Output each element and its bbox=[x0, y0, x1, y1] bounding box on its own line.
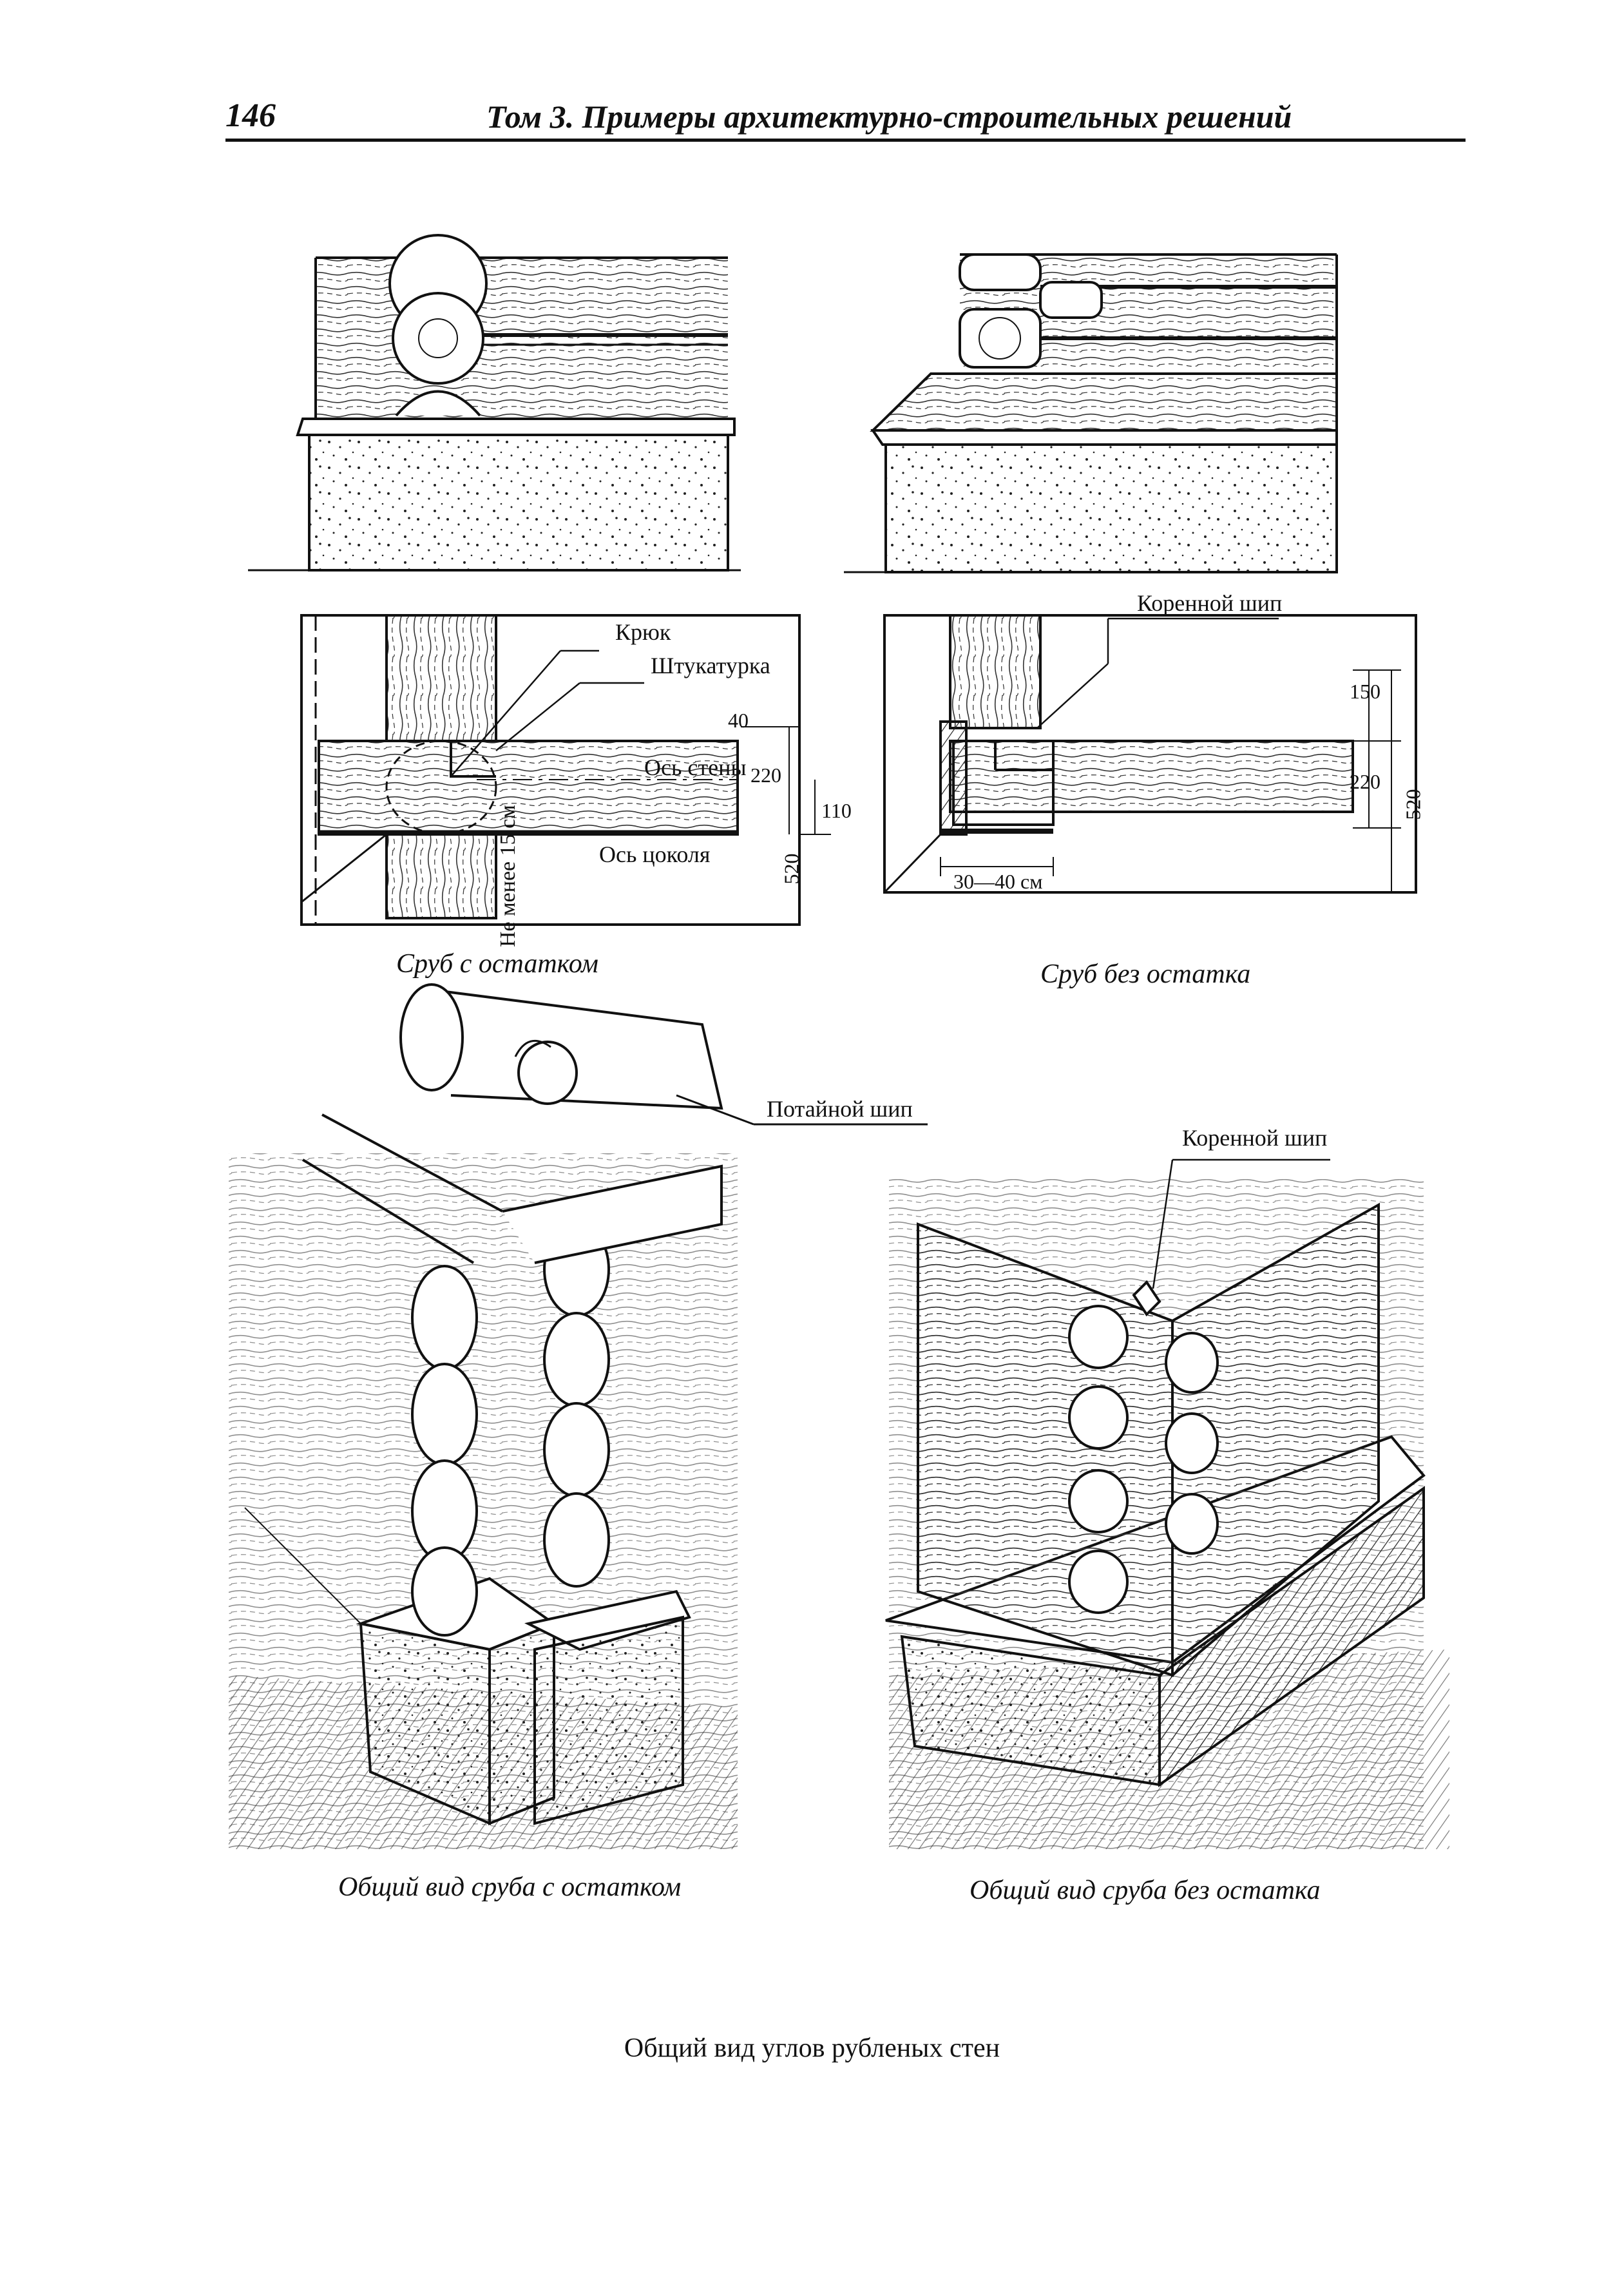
isometric-corner-without-remainder bbox=[885, 1158, 1449, 1849]
running-title: Том 3. Примеры архитектурно-строительных… bbox=[486, 99, 1292, 135]
dimension-150: 150 bbox=[1350, 680, 1380, 703]
dimension-220-right: 220 bbox=[1350, 770, 1380, 793]
page-header: 146 Том 3. Примеры архитектурно-строител… bbox=[225, 97, 1466, 143]
elevation-without-remainder bbox=[844, 253, 1338, 573]
hidden-tenon-log bbox=[399, 983, 928, 1126]
hook-label: Крюк bbox=[615, 619, 671, 645]
min-distance-label: Не менее 15 см bbox=[496, 805, 520, 947]
hidden-tenon-label: Потайной шип bbox=[767, 1096, 913, 1122]
dimension-220-left: 220 bbox=[750, 764, 781, 787]
figure-title: Общий вид углов рубленых стен bbox=[624, 2033, 1000, 2063]
page-number: 146 bbox=[225, 97, 276, 134]
section-without-remainder bbox=[883, 614, 1417, 894]
plaster-label: Штукатурка bbox=[651, 653, 770, 678]
dimension-110: 110 bbox=[821, 799, 852, 822]
caption-3d-without-remainder: Общий вид сруба без остатка bbox=[970, 1876, 1321, 1905]
section-with-remainder bbox=[300, 614, 831, 926]
plinth-axis-label: Ось цоколя bbox=[599, 841, 711, 867]
isometric-corner-with-remainder bbox=[229, 1113, 738, 1849]
root-tenon-3d-label: Коренной шип bbox=[1182, 1125, 1328, 1151]
wall-axis-label: Ось стены bbox=[644, 754, 747, 780]
caption-without-remainder: Сруб без остатка bbox=[1040, 959, 1251, 989]
caption-with-remainder: Сруб с остатком bbox=[396, 949, 598, 979]
dimension-40: 40 bbox=[728, 709, 749, 732]
dimension-520-left: 520 bbox=[779, 853, 803, 885]
header-rule bbox=[225, 139, 1466, 142]
offset-30-40cm: 30—40 см bbox=[953, 870, 1043, 893]
caption-3d-with-remainder: Общий вид сруба с остатком bbox=[338, 1872, 682, 1902]
elevation-with-remainder bbox=[248, 234, 741, 572]
root-tenon-label: Коренной шип bbox=[1137, 590, 1283, 616]
dimension-520-right: 520 bbox=[1401, 789, 1425, 820]
